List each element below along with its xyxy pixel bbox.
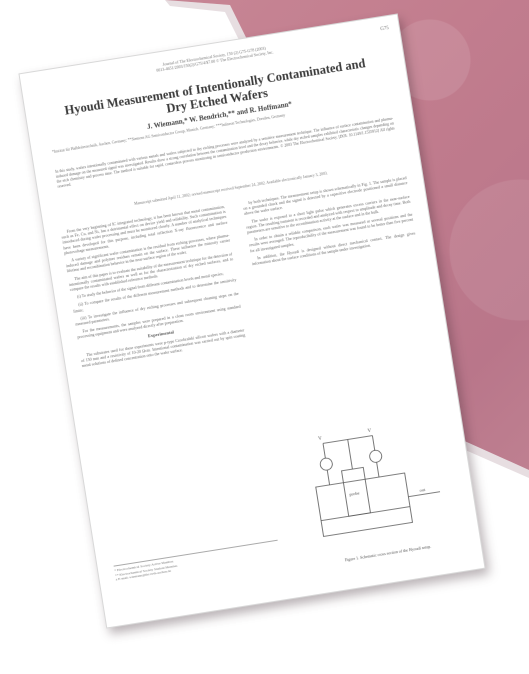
footnotes: * Electrochemical Society Active Member.… <box>113 539 281 582</box>
source-label-b: V <box>367 429 372 435</box>
wire <box>347 439 353 470</box>
sample-line <box>321 506 411 522</box>
right-column: by both techniques. The measurement setu… <box>242 175 440 418</box>
paper-page: Journal of The Electrochemical Society, … <box>18 13 486 629</box>
probe-label: probe <box>349 490 360 497</box>
chamber-outline <box>315 472 413 537</box>
page-number: G75 <box>380 26 390 33</box>
wire <box>376 462 380 478</box>
wire <box>372 435 376 451</box>
wire <box>322 435 373 444</box>
voltage-source-icon <box>319 457 333 471</box>
figure-1-diagram: V V probe out <box>302 416 449 555</box>
wire <box>322 443 326 459</box>
paper-title: Hyoudi Measurement of Intentionally Cont… <box>63 56 367 118</box>
voltage-source-icon <box>369 449 383 463</box>
circuit-diagram: V V probe out <box>315 429 441 537</box>
source-label-a: V <box>318 436 323 442</box>
left-column: From the very beginning of IC integrated… <box>60 204 246 372</box>
output-line <box>408 491 441 498</box>
output-label: out <box>419 487 426 493</box>
wire <box>326 470 330 485</box>
